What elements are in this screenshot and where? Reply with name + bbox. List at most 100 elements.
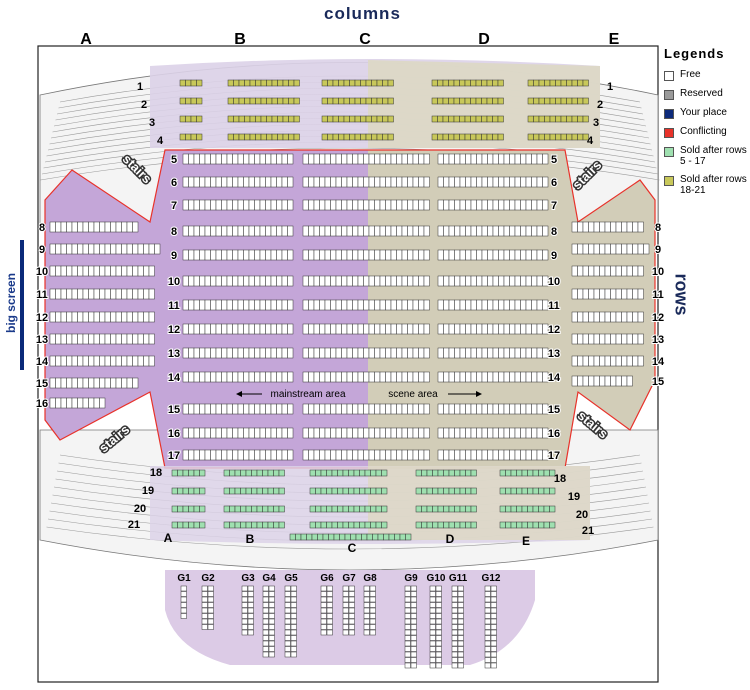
- seat[interactable]: [390, 249, 397, 261]
- seat[interactable]: [396, 275, 403, 287]
- seat[interactable]: [632, 333, 639, 345]
- seat[interactable]: [226, 249, 233, 261]
- seat[interactable]: [313, 323, 320, 335]
- seat[interactable]: [465, 153, 472, 165]
- seat[interactable]: [516, 505, 523, 513]
- seat[interactable]: [71, 311, 78, 323]
- seat[interactable]: [536, 371, 543, 383]
- seat[interactable]: [201, 618, 208, 625]
- seat[interactable]: [115, 333, 122, 345]
- seat[interactable]: [379, 299, 386, 311]
- seat[interactable]: [363, 371, 370, 383]
- seat[interactable]: [199, 176, 206, 188]
- seat[interactable]: [293, 97, 300, 105]
- seat[interactable]: [448, 371, 455, 383]
- seat[interactable]: [243, 449, 250, 461]
- seat[interactable]: [287, 449, 294, 461]
- seat[interactable]: [459, 505, 466, 513]
- seat[interactable]: [182, 199, 189, 211]
- seat[interactable]: [379, 225, 386, 237]
- seat[interactable]: [188, 403, 195, 415]
- seat[interactable]: [188, 249, 195, 261]
- seat[interactable]: [49, 243, 56, 255]
- seat[interactable]: [365, 133, 372, 141]
- seat[interactable]: [143, 288, 150, 300]
- seat[interactable]: [268, 613, 275, 619]
- seat[interactable]: [226, 323, 233, 335]
- seat[interactable]: [459, 79, 466, 87]
- seat[interactable]: [582, 243, 589, 255]
- seat[interactable]: [93, 243, 100, 255]
- seat[interactable]: [215, 199, 222, 211]
- seat[interactable]: [302, 427, 309, 439]
- seat[interactable]: [457, 624, 464, 630]
- seat[interactable]: [201, 613, 208, 619]
- seat[interactable]: [366, 533, 373, 541]
- seat[interactable]: [527, 133, 534, 141]
- seat[interactable]: [71, 333, 78, 345]
- seat[interactable]: [407, 176, 414, 188]
- seat[interactable]: [451, 624, 458, 630]
- seat[interactable]: [377, 533, 384, 541]
- seat[interactable]: [503, 323, 510, 335]
- seat[interactable]: [381, 505, 388, 513]
- seat[interactable]: [363, 323, 370, 335]
- seat[interactable]: [470, 371, 477, 383]
- seat[interactable]: [503, 427, 510, 439]
- seat[interactable]: [536, 427, 543, 439]
- seat[interactable]: [284, 602, 291, 608]
- seat[interactable]: [348, 505, 355, 513]
- seat[interactable]: [544, 115, 551, 123]
- seat[interactable]: [382, 133, 389, 141]
- seat[interactable]: [350, 533, 357, 541]
- seat[interactable]: [326, 602, 333, 608]
- seat[interactable]: [443, 249, 450, 261]
- seat[interactable]: [284, 591, 291, 597]
- seat[interactable]: [476, 275, 483, 287]
- seat[interactable]: [404, 657, 411, 663]
- seat[interactable]: [481, 449, 488, 461]
- seat[interactable]: [55, 221, 62, 233]
- seat[interactable]: [328, 533, 335, 541]
- seat[interactable]: [407, 299, 414, 311]
- seat[interactable]: [331, 469, 338, 477]
- seat[interactable]: [319, 275, 326, 287]
- seat[interactable]: [313, 225, 320, 237]
- seat[interactable]: [498, 449, 505, 461]
- seat[interactable]: [404, 585, 411, 592]
- seat[interactable]: [423, 371, 430, 383]
- seat[interactable]: [536, 449, 543, 461]
- seat[interactable]: [320, 505, 327, 513]
- seat[interactable]: [514, 403, 521, 415]
- seat[interactable]: [404, 624, 411, 630]
- seat[interactable]: [262, 591, 269, 597]
- seat[interactable]: [588, 311, 595, 323]
- seat[interactable]: [514, 275, 521, 287]
- seat[interactable]: [476, 249, 483, 261]
- seat[interactable]: [346, 347, 353, 359]
- seat[interactable]: [247, 585, 254, 592]
- seat[interactable]: [193, 275, 200, 287]
- seat[interactable]: [363, 176, 370, 188]
- seat[interactable]: [277, 133, 284, 141]
- seat[interactable]: [437, 449, 444, 461]
- seat[interactable]: [226, 427, 233, 439]
- seat[interactable]: [341, 299, 348, 311]
- seat[interactable]: [248, 449, 255, 461]
- seat[interactable]: [302, 403, 309, 415]
- seat[interactable]: [185, 97, 192, 105]
- seat[interactable]: [429, 591, 436, 597]
- seat[interactable]: [273, 505, 280, 513]
- seat[interactable]: [379, 427, 386, 439]
- seat[interactable]: [571, 355, 578, 367]
- seat[interactable]: [271, 115, 278, 123]
- seat[interactable]: [182, 323, 189, 335]
- seat[interactable]: [410, 607, 417, 614]
- seat[interactable]: [481, 323, 488, 335]
- seat[interactable]: [359, 521, 366, 529]
- seat[interactable]: [626, 288, 633, 300]
- seat[interactable]: [459, 449, 466, 461]
- seat[interactable]: [593, 288, 600, 300]
- seat[interactable]: [55, 288, 62, 300]
- seat[interactable]: [262, 585, 269, 592]
